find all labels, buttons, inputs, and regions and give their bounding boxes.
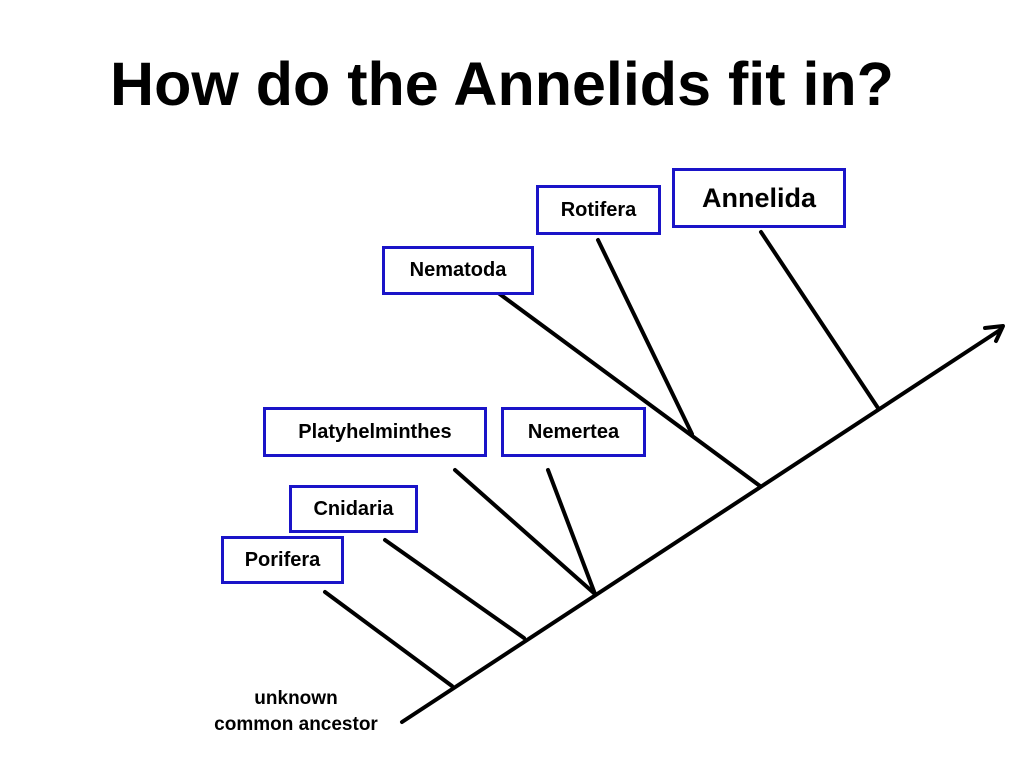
- taxon-box-cnidaria: Cnidaria: [289, 485, 418, 533]
- main-axis: [400, 328, 1002, 724]
- branch-rotifera: [596, 238, 694, 436]
- taxon-box-porifera: Porifera: [221, 536, 344, 584]
- taxon-label-nemertea: Nemertea: [527, 420, 620, 443]
- branch-annelida: [759, 230, 880, 410]
- branch-cnidaria: [383, 538, 526, 640]
- root-label-line1: unknown: [254, 688, 338, 709]
- taxon-label-porifera: Porifera: [244, 548, 321, 571]
- taxon-box-annelida: Annelida: [672, 168, 846, 228]
- axis-arrowhead: [983, 324, 1005, 343]
- taxon-box-nematoda: Nematoda: [382, 246, 534, 295]
- slide-title: How do the Annelids fit in?: [110, 50, 894, 118]
- branch-nemertea: [546, 468, 597, 596]
- taxon-box-platyhelminthes: Platyhelminthes: [263, 407, 487, 457]
- taxon-label-nematoda: Nematoda: [409, 259, 507, 281]
- root-label-line2: common ancestor: [214, 714, 378, 735]
- taxon-label-rotifera: Rotifera: [560, 198, 637, 221]
- taxon-label-annelida: Annelida: [701, 182, 816, 213]
- root-label: unknown common ancestor: [186, 686, 406, 738]
- taxon-box-rotifera: Rotifera: [536, 185, 661, 235]
- branch-porifera: [323, 590, 454, 688]
- branch-nematoda: [495, 290, 762, 488]
- taxon-label-cnidaria: Cnidaria: [313, 497, 394, 520]
- taxon-label-platyhelminthes: Platyhelminthes: [298, 420, 452, 443]
- taxon-box-nemertea: Nemertea: [501, 407, 646, 457]
- branch-platyhelminthes: [453, 468, 597, 596]
